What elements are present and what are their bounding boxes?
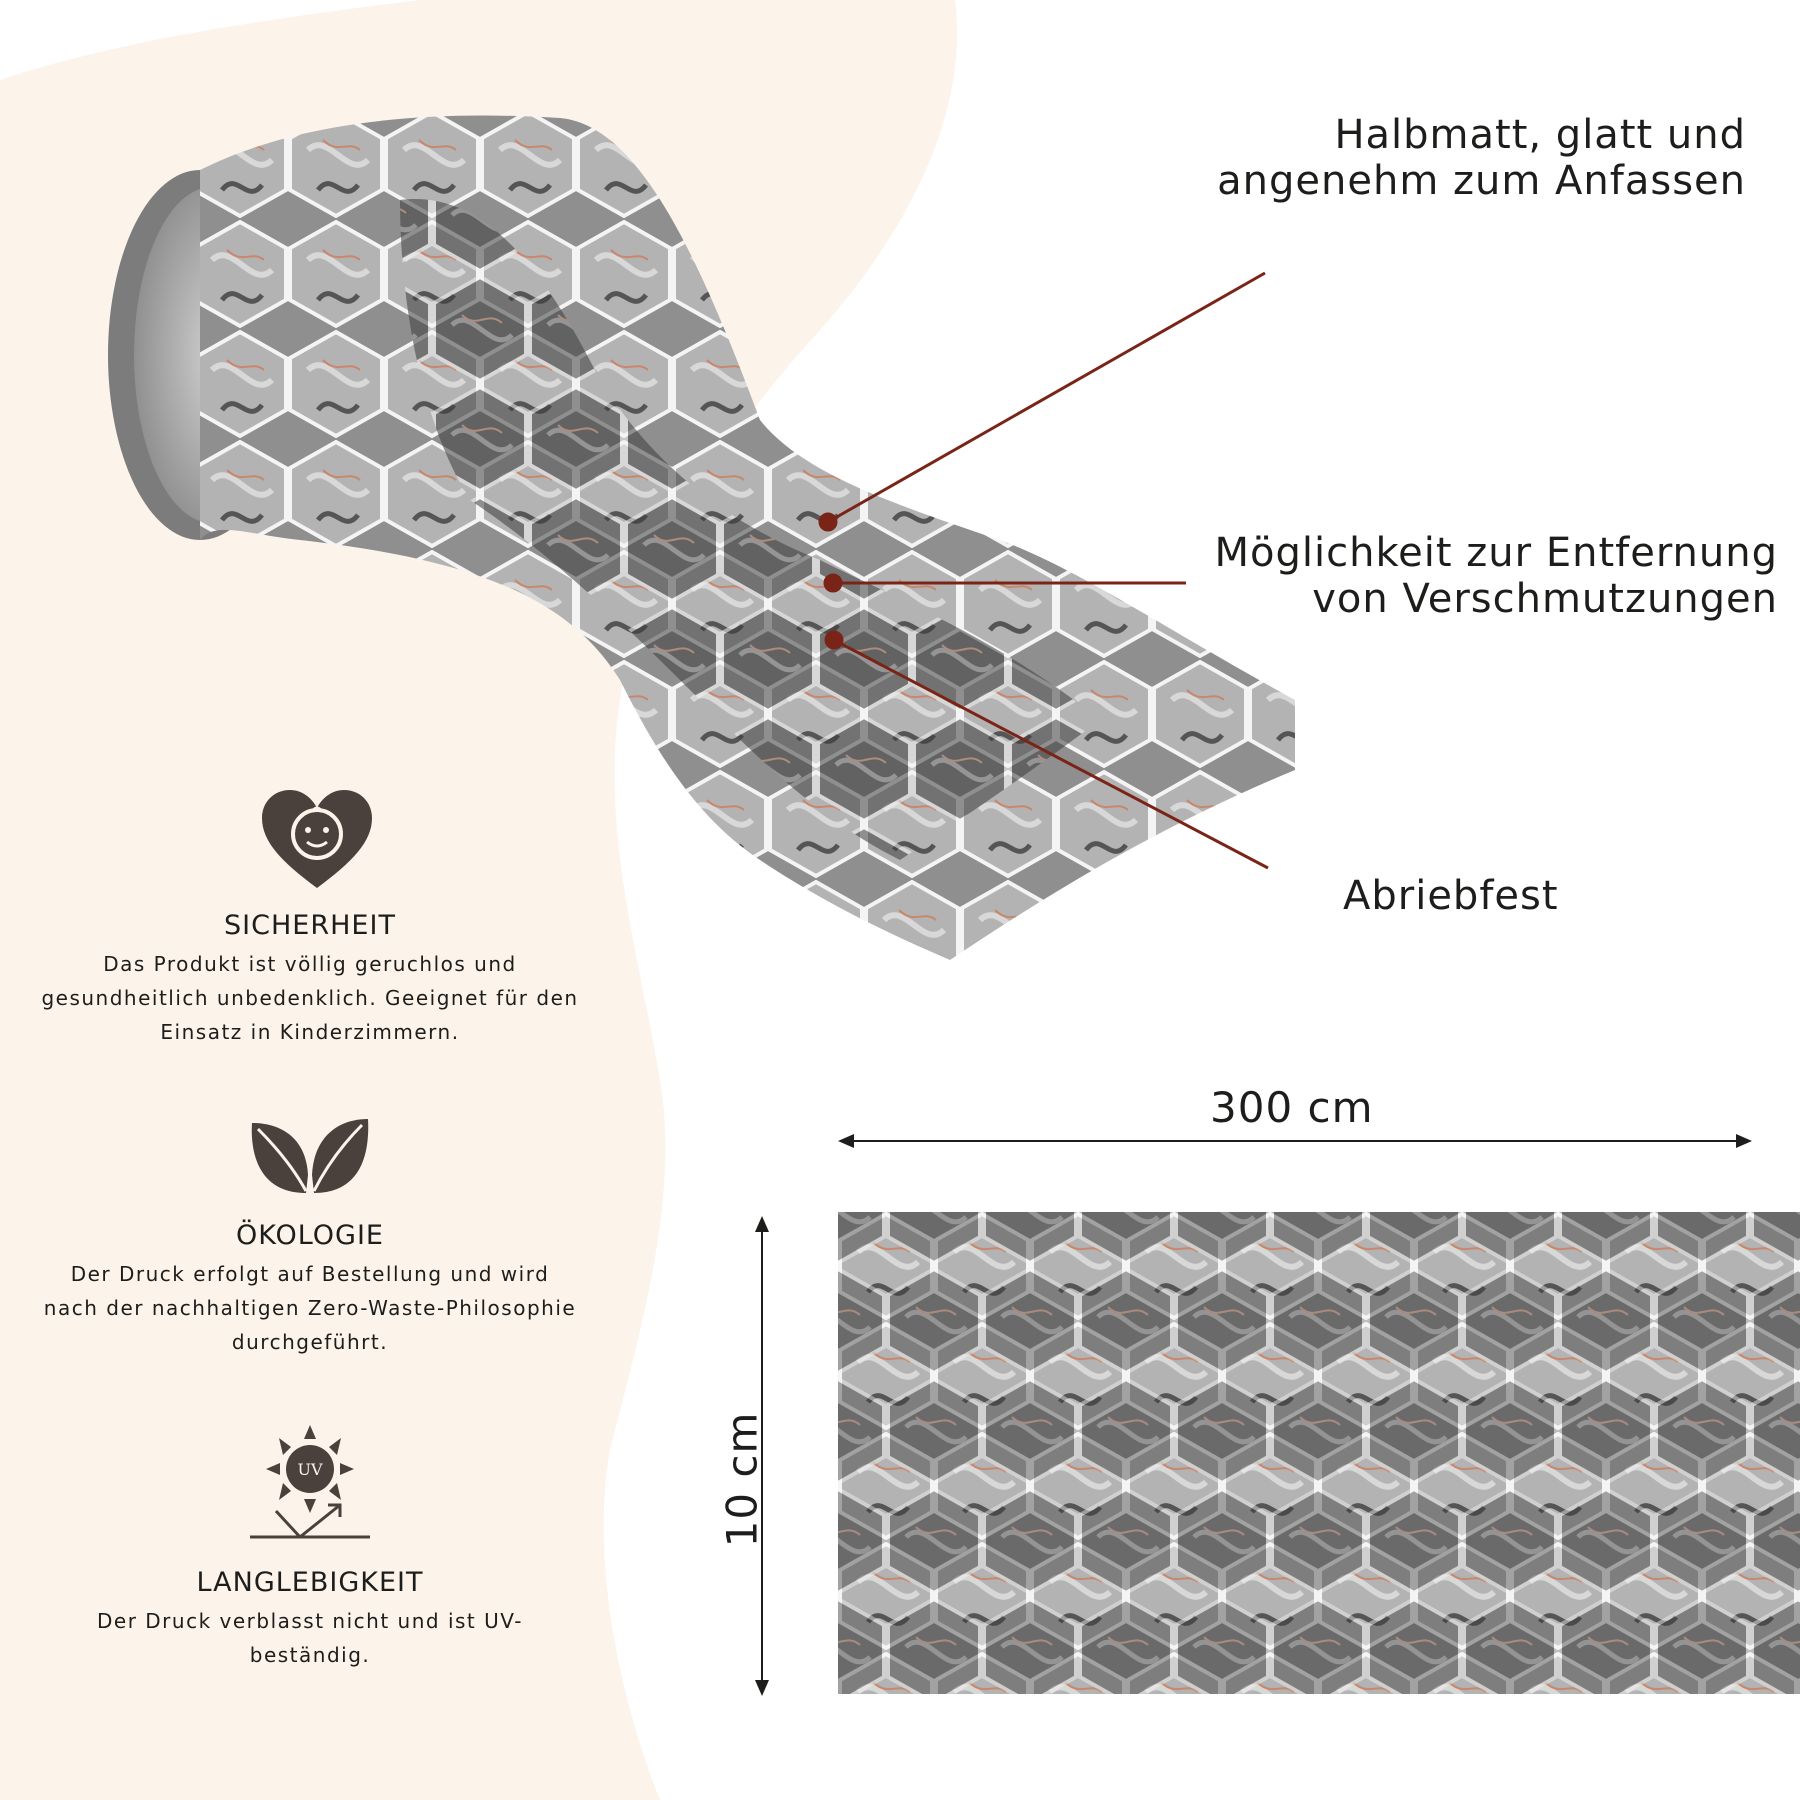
callout-dot-abriebfest: [824, 630, 844, 650]
callout-entfernung: Möglichkeit zur Entfernung von Verschmut…: [1214, 530, 1778, 622]
feature-title: LANGLEBIGKEIT: [196, 1567, 424, 1598]
feature-description: Der Druck verblasst nicht und ist UV-bes…: [97, 1609, 523, 1667]
callout-halbmatt: Halbmatt, glatt und angenehm zum Anfasse…: [1217, 112, 1746, 204]
callout-line-abriebfest: [833, 638, 1269, 870]
roll-body-dark-tiles: [400, 199, 1100, 860]
height-label: 10 cm: [717, 1411, 767, 1548]
uv-label: UV: [297, 1460, 322, 1479]
feature-description: Das Produkt ist völlig geruchlos und ges…: [41, 952, 579, 1044]
feature-sicherheit: SICHERHEIT Das Produkt ist völlig geruch…: [40, 910, 580, 1049]
feature-langlebigkeit: LANGLEBIGKEIT Der Druck verblasst nicht …: [40, 1567, 580, 1672]
width-label: 300 cm: [1210, 1083, 1374, 1132]
pattern-swatch: [838, 1212, 1800, 1694]
callout-dot-halbmatt: [818, 512, 838, 532]
callout-lines: [818, 271, 1269, 870]
callout-line-halbmatt: [827, 271, 1266, 524]
uv-sun-icon: UV: [250, 1425, 370, 1539]
baby-heart-icon: [262, 790, 372, 888]
feature-title: ÖKOLOGIE: [235, 1220, 384, 1251]
callout-abriebfest: Abriebfest: [1343, 873, 1559, 919]
feature-oekologie: ÖKOLOGIE Der Druck erfolgt auf Bestellun…: [40, 1220, 580, 1359]
callout-dot-entfernung: [823, 573, 843, 593]
feature-title: SICHERHEIT: [224, 910, 396, 941]
feature-description: Der Druck erfolgt auf Bestellung und wir…: [43, 1262, 577, 1354]
leaves-icon: [251, 1119, 369, 1193]
